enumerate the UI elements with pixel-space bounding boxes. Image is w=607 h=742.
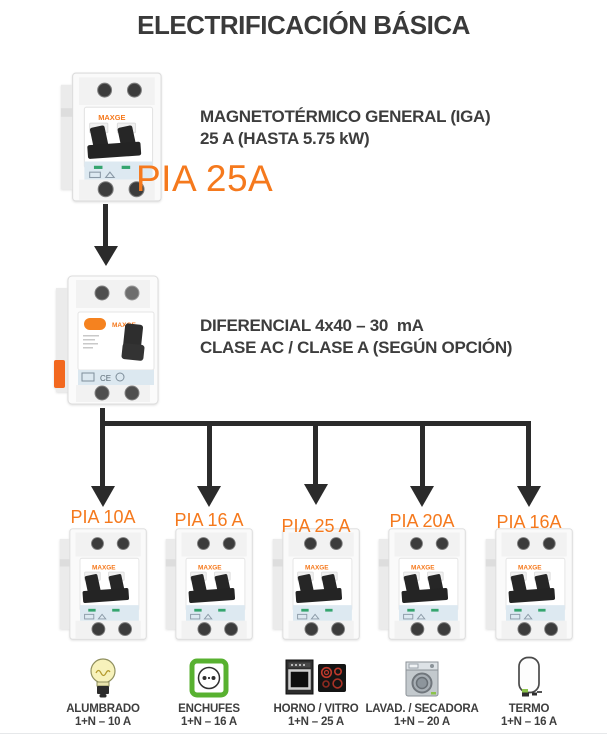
circuit-column-alumbrado: PIA 10A MAXGE — [50, 505, 156, 742]
circuit-breaker-image: MAXGE — [163, 526, 255, 642]
bus-arrow-2-icon — [197, 486, 221, 507]
iga-spec-line2: 25 A (HASTA 5.75 kW) — [200, 129, 370, 148]
pia-label: PIA 16A — [496, 512, 562, 532]
arrow-down-shaft — [103, 204, 108, 248]
rcd-spec-line1: DIFERENCIAL 4x40 – 30 mA — [200, 316, 424, 335]
circuit-rating: 1+N – 16 A — [180, 716, 238, 728]
circuit-name: TERMO — [508, 703, 550, 715]
iga-breaker-image: MAXGE — [55, 72, 167, 202]
circuit-rating: 1+N – 10 A — [74, 716, 132, 728]
bus-arrow-4-icon — [410, 486, 434, 507]
circuit-rating: 1+N – 20 A — [393, 716, 451, 728]
circuit-name: ALUMBRADO — [66, 703, 140, 715]
oven-vitro-icon — [263, 656, 369, 700]
circuit-rating: 1+N – 16 A — [500, 716, 558, 728]
bus-arrow-3-icon — [304, 484, 328, 505]
bottom-divider — [0, 733, 607, 734]
circuit-breaker-image: MAXGE — [270, 526, 362, 642]
ce-marking-label: CE — [100, 374, 111, 383]
socket-icon — [156, 656, 262, 700]
circuit-rating: 1+N – 25 A — [287, 716, 345, 728]
mcb-breaker-drawing: MAXGE — [59, 528, 147, 640]
brand-label: MAXGE — [198, 564, 222, 571]
rcd-spec-text: DIFERENCIAL 4x40 – 30 mA CLASE AC / CLAS… — [200, 315, 512, 359]
circuit-column-lavadora: PIA 20A MAXGE — [365, 505, 478, 742]
page-title: ELECTRIFICACIÓN BÁSICA — [137, 10, 470, 40]
mcb-breaker-drawing: MAXGE — [165, 528, 253, 640]
circuit-name: ENCHUFES — [178, 703, 240, 715]
pia-label: PIA 20A — [389, 511, 455, 531]
rcd-spec-line2: CLASE AC / CLASE A (SEGÚN OPCIÓN) — [200, 338, 513, 357]
rcd-breaker-image: MAXGE CE — [53, 274, 167, 406]
pia-label: PIA 25 A — [281, 516, 351, 536]
iga-spec-text: MAGNETOTÉRMICO GENERAL (IGA) 25 A (HASTA… — [200, 106, 491, 150]
circuit-column-enchufes: PIA 16 A MAXGE — [156, 505, 262, 742]
mcb-breaker-drawing: MAXGE — [378, 528, 466, 640]
pia-label: PIA 16 A — [174, 510, 244, 530]
bus-drop-3 — [313, 423, 318, 486]
brand-label: MAXGE — [411, 564, 435, 571]
light-bulb-icon — [50, 656, 156, 700]
circuit-column-horno-vitro: PIA 25 A MAXGE — [263, 505, 369, 742]
circuit-breaker-image: MAXGE — [57, 526, 149, 642]
circuit-breaker-image: MAXGE — [483, 526, 575, 642]
brand-label: MAXGE — [92, 564, 116, 571]
water-heater-icon — [476, 656, 582, 700]
rcd-breaker-drawing: MAXGE CE — [54, 275, 159, 405]
mcb-breaker-drawing: MAXGE — [60, 72, 162, 202]
mcb-breaker-drawing: MAXGE — [272, 528, 360, 640]
bus-drop-1 — [100, 408, 105, 488]
circuit-breaker-image: MAXGE — [376, 526, 468, 642]
pia-label: PIA 10A — [70, 507, 136, 527]
bus-drop-2 — [207, 423, 212, 488]
arrow-down-icon — [94, 246, 118, 266]
bus-drop-4 — [420, 423, 425, 488]
brand-label: MAXGE — [305, 564, 329, 571]
mcb-breaker-drawing: MAXGE — [485, 528, 573, 640]
iga-spec-line1: MAGNETOTÉRMICO GENERAL (IGA) — [200, 107, 491, 126]
brand-label: MAXGE — [98, 113, 125, 122]
bus-arrow-5-icon — [517, 486, 541, 507]
iga-pia-label: PIA 25A — [136, 158, 274, 199]
circuit-name: HORNO / VITRO — [273, 703, 359, 715]
brand-label: MAXGE — [112, 322, 137, 329]
washer-icon — [369, 656, 475, 700]
circuit-column-termo: PIA 16A MAXGE — [476, 505, 582, 742]
circuit-name: LAVAD. / SECADORA — [365, 703, 479, 715]
bus-arrow-1-icon — [91, 486, 115, 507]
brand-label: MAXGE — [518, 564, 542, 571]
bus-drop-5 — [526, 423, 531, 488]
